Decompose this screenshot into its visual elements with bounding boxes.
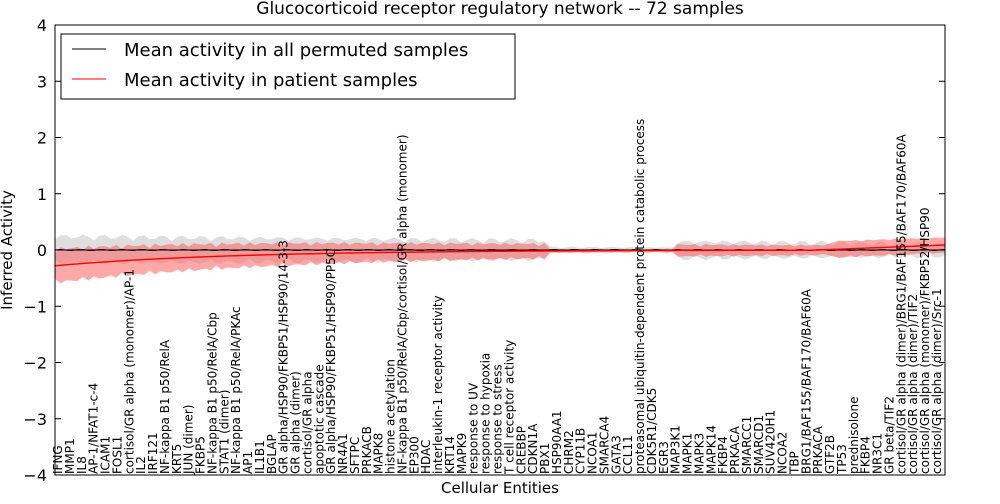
y-tick-label: −1 (23, 297, 47, 316)
entity-label: CDK5R1/CDK5 (645, 388, 659, 474)
entity-label: cortisol/GR alpha (dimer)/TIF2 (906, 294, 920, 474)
entity-label: PRKACA (811, 425, 825, 474)
series-lines-layer (54, 244, 946, 267)
y-tick-label: 2 (37, 129, 47, 148)
entity-label: IRF121 (146, 432, 160, 474)
entity-label: response to hypoxia (479, 353, 493, 474)
entity-label: SMARCA4 (597, 416, 611, 474)
entity-label: GTF2B (823, 435, 837, 474)
entity-label: NF-kappa B1 p50/RelA/Cbp/cortisol/GR alp… (395, 135, 409, 475)
entity-label: NF-kappa B1 p50/RelA/PKAc (229, 306, 243, 474)
entity-label: SUV420H1 (764, 410, 778, 474)
legend: Mean activity in all permuted samples Me… (60, 33, 516, 100)
entity-label: cortisol/GR alpha (monomer)/AP-1 (122, 269, 136, 474)
entity-label: SMARCD1 (752, 415, 766, 474)
entity-label: IL8 (75, 456, 89, 474)
y-tick-label: −3 (23, 410, 47, 429)
entity-label: T cell receptor activity (502, 340, 516, 475)
entity-label: ICAM1 (99, 436, 113, 474)
entity-label: cortisol/GR alpha (monomer)/FKBP52/HSP90 (918, 207, 932, 474)
y-tick-label: 1 (37, 185, 47, 204)
y-axis: −4 −3 −2 −1 0 1 2 3 4 (23, 16, 945, 485)
entity-label: GR alpha/HSP90/FKBP51/HSP90/PP5C (324, 249, 338, 474)
entity-label: proteasomal ubiquitin-dependent protein … (633, 119, 647, 474)
entity-label: CYP11B (574, 428, 588, 474)
entity-label: IL2 (134, 456, 148, 474)
entity-label: GR alpha (dimer) (289, 371, 303, 474)
entity-label: SFTPC (348, 437, 362, 474)
entity-label: CREBBP (514, 426, 528, 474)
entity-label: FKBP5 (194, 436, 208, 474)
entity-label: MAPK14 (704, 425, 718, 474)
entity-label: NCOA1 (586, 432, 600, 474)
bands-layer (55, 234, 945, 284)
entity-label: STAT1 (dimer) (217, 390, 231, 474)
entity-label: BRG1/BAF155/BAF170/BAF60A (799, 288, 813, 474)
entity-label: response to stress (491, 364, 505, 474)
entity-label: TP53 (835, 444, 849, 475)
entity-label: NF-kappa B1 p50/RelA/Cbp (205, 312, 219, 474)
entity-label: cortisol/GR alpha (300, 371, 314, 474)
entity-label: HSP90AA1 (550, 410, 564, 474)
entity-label: FOSL1 (110, 436, 124, 474)
legend-label-patient: Mean activity in patient samples (124, 70, 418, 91)
y-tick-label: −4 (23, 466, 47, 485)
entity-label: IL1B1 (253, 440, 267, 474)
entity-label: FKBP4 (859, 436, 873, 474)
entity-label: PBX1 (538, 443, 552, 474)
entity-label: MAPK9 (455, 433, 469, 474)
entity-label: CCL11 (621, 435, 635, 474)
entity-label: GATA3 (609, 435, 623, 474)
entity-label: NR4A1 (336, 433, 350, 474)
entity-label: EP300 (407, 436, 421, 474)
entity-label: prednisolone (847, 397, 861, 474)
entity-label: EGR3 (657, 441, 671, 474)
entity-label: GR alpha/HSP90/FKBP51/HSP90/14-3-3 (277, 240, 291, 474)
entity-label: BGLAP (265, 434, 279, 474)
legend-box (60, 33, 516, 100)
entity-label: interleukin-1 receptor activity (431, 295, 445, 474)
entity-label: FKBP4 (716, 436, 730, 474)
entity-label: TBP (787, 451, 801, 475)
entity-label: CHRM2 (562, 430, 576, 474)
y-tick-label: 0 (37, 241, 47, 260)
y-tick-label: −2 (23, 354, 47, 373)
x-axis-label: Cellular Entities (441, 479, 559, 497)
entity-label: SMARCC1 (740, 416, 754, 474)
entity-label: response to UV (467, 382, 481, 474)
entity-label: NF-kappa B1 p50/RelA (158, 339, 172, 474)
entity-label: MMP1 (63, 438, 77, 474)
entity-label: GR beta/TIF2 (882, 396, 896, 474)
entity-label: CDKN1A (526, 423, 540, 474)
entity-label: histone acetylation (384, 359, 398, 474)
entity-label: AP-1/NFAT1-c-4 (87, 383, 101, 474)
entity-label: cortisol/GR alpha (dimer)/Src-1 (930, 288, 944, 474)
legend-label-permuted: Mean activity in all permuted samples (124, 40, 468, 61)
entity-label: PRKACA (728, 425, 742, 474)
series-line-patient (54, 244, 946, 267)
y-axis-label: Inferred Activity (0, 190, 16, 310)
entity-label: NR3C1 (871, 433, 885, 474)
entity-label: KRT5 (170, 444, 184, 474)
entity-label: MAP3K1 (669, 425, 683, 474)
entity-label: MAPK1 (681, 433, 695, 474)
entity-label: JUN (dimer) (182, 405, 196, 475)
entity-labels-layer: IFNGMMP1IL8AP-1/NFAT1-c-4ICAM1FOSL1corti… (51, 119, 944, 475)
band-patient (55, 237, 945, 284)
chart-title: Glucocorticoid receptor regulatory netwo… (256, 0, 744, 19)
y-tick-label: 3 (37, 72, 47, 91)
entity-label: MAPK3 (692, 433, 706, 474)
entity-label: apoptotic cascade (312, 364, 326, 474)
entity-label: PRKACB (360, 426, 374, 474)
y-tick-label: 4 (37, 16, 47, 35)
entity-label: KRT14 (443, 436, 457, 474)
entity-label: cortisol/GR alpha (dimer)/BRG1/BAF155/BA… (894, 133, 908, 474)
entity-label: NCOA2 (776, 432, 790, 474)
entity-label: HDAC (419, 440, 433, 474)
entity-label: AP1 (241, 451, 255, 474)
entity-label: MAPK8 (372, 433, 386, 474)
